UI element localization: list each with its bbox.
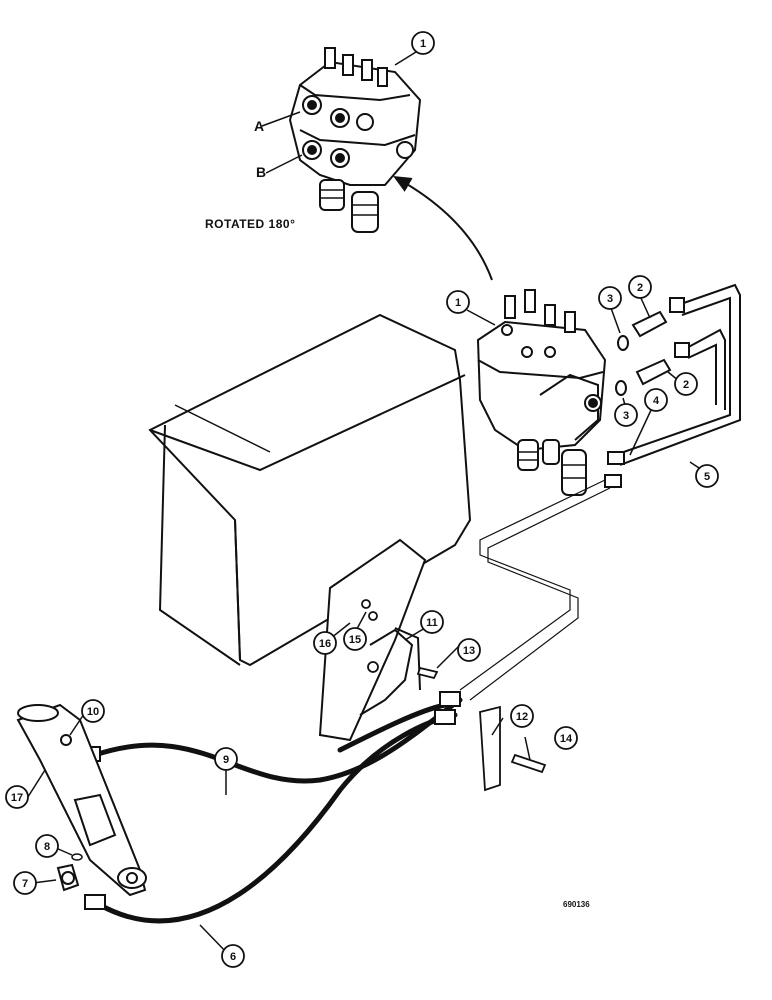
svg-text:8: 8 bbox=[44, 841, 50, 853]
callout-6: 6 bbox=[221, 944, 245, 968]
svg-text:17: 17 bbox=[11, 792, 23, 804]
callout-8: 8 bbox=[35, 834, 59, 858]
callout-11: 11 bbox=[420, 610, 444, 634]
callout-4: 4 bbox=[644, 388, 668, 412]
callouts: 1 1 2 2 3 3 4 5 bbox=[5, 31, 719, 968]
callout-1: 1 bbox=[446, 290, 470, 314]
callout-2-b: 2 bbox=[674, 372, 698, 396]
callout-5: 5 bbox=[695, 464, 719, 488]
callout-2-a: 2 bbox=[628, 275, 652, 299]
svg-text:15: 15 bbox=[349, 634, 361, 646]
callout-9: 9 bbox=[214, 747, 238, 771]
svg-text:3: 3 bbox=[607, 293, 613, 305]
svg-text:6: 6 bbox=[230, 951, 236, 963]
seat-panel bbox=[148, 313, 472, 667]
port-label-a: A bbox=[254, 118, 264, 134]
callout-14: 14 bbox=[554, 726, 578, 750]
control-valve bbox=[476, 289, 607, 496]
mounting-bracket bbox=[318, 538, 427, 742]
svg-text:2: 2 bbox=[637, 282, 643, 294]
svg-text:13: 13 bbox=[463, 645, 475, 657]
rotation-note: ROTATED 180° bbox=[205, 217, 295, 231]
svg-text:2: 2 bbox=[683, 379, 689, 391]
svg-text:3: 3 bbox=[623, 410, 629, 422]
svg-text:14: 14 bbox=[560, 733, 573, 745]
svg-text:12: 12 bbox=[516, 711, 528, 723]
callout-1-top: 1 bbox=[411, 31, 435, 55]
callout-13: 13 bbox=[457, 638, 481, 662]
callout-16: 16 bbox=[313, 631, 337, 655]
port-label-b: B bbox=[256, 164, 266, 180]
svg-text:16: 16 bbox=[319, 638, 331, 650]
svg-text:10: 10 bbox=[87, 706, 99, 718]
svg-text:1: 1 bbox=[420, 38, 426, 50]
svg-text:5: 5 bbox=[704, 471, 710, 483]
view-arrow bbox=[393, 176, 493, 281]
svg-text:4: 4 bbox=[653, 395, 660, 407]
callout-15: 15 bbox=[343, 627, 367, 651]
callout-7: 7 bbox=[13, 871, 37, 895]
callout-12: 12 bbox=[510, 704, 534, 728]
control-valve-rotated bbox=[288, 47, 422, 233]
callout-17: 17 bbox=[5, 785, 29, 809]
hydraulic-cylinder bbox=[16, 703, 147, 897]
svg-text:9: 9 bbox=[223, 754, 229, 766]
svg-text:1: 1 bbox=[455, 297, 461, 309]
hoses bbox=[92, 697, 463, 924]
callout-10: 10 bbox=[81, 699, 105, 723]
reference-number: 690136 bbox=[563, 900, 590, 909]
svg-text:11: 11 bbox=[426, 617, 438, 629]
svg-text:7: 7 bbox=[22, 878, 28, 890]
callout-3-a: 3 bbox=[598, 286, 622, 310]
callout-3-b: 3 bbox=[614, 403, 638, 427]
